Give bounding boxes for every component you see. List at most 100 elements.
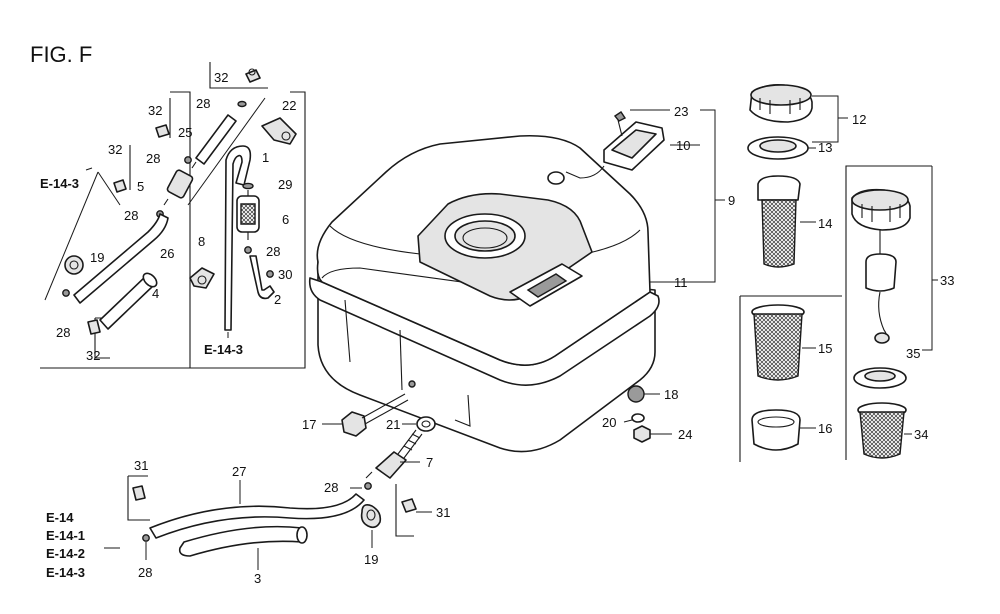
callout-9: 9: [728, 193, 735, 208]
callout-16: 16: [818, 421, 832, 436]
callout-24: 24: [678, 427, 692, 442]
callout-34: 34: [914, 427, 928, 442]
callout-33: 33: [940, 273, 954, 288]
callout-25: 25: [178, 125, 192, 140]
callout-21: 21: [386, 417, 400, 432]
callout-32: 32: [108, 142, 122, 157]
callout-30: 30: [278, 267, 292, 282]
callout-11: 11: [674, 275, 688, 290]
clamp-28-g: [142, 534, 150, 542]
fuel-tube-1: [224, 145, 252, 331]
washer-20: [623, 413, 645, 423]
callout-3: 3: [254, 571, 261, 586]
fuel-cap-33: [851, 188, 911, 344]
callout-13: 13: [818, 140, 832, 155]
callout-28: 28: [266, 244, 280, 259]
clamp-28-e: [244, 246, 252, 254]
gasket-35: [853, 367, 907, 389]
callout-20: 20: [602, 415, 616, 430]
cap-33-box: [845, 165, 932, 460]
figure-title: FIG. F: [30, 42, 92, 67]
clip-32-top: [245, 68, 261, 83]
protector-4: [99, 272, 158, 330]
callout-4: 4: [152, 286, 159, 301]
bolt-24: [633, 425, 672, 443]
callout-23: 23: [674, 104, 688, 119]
callout-35: 35: [906, 346, 920, 361]
grommet-19-bottom: [360, 504, 382, 548]
callout-17: 17: [302, 417, 316, 432]
callout-26: 26: [160, 246, 174, 261]
callout-19: 19: [90, 250, 104, 265]
callout-31: 31: [436, 505, 450, 520]
callout-12: 12: [852, 112, 866, 127]
fuel-cock-7: [365, 429, 423, 479]
callout-22: 22: [282, 98, 296, 113]
ref-e-14-3-bottom: E-14-3: [46, 565, 85, 580]
callout-28: 28: [138, 565, 152, 580]
tube-26: [73, 213, 169, 304]
callout-28: 28: [146, 151, 160, 166]
fuel-gauge-10: [547, 111, 665, 185]
clamp-29: [242, 182, 254, 190]
callout-8: 8: [198, 234, 205, 249]
tube-27: [149, 493, 365, 539]
fuel-filter-6: [236, 190, 260, 240]
clip-32-left: [113, 179, 127, 193]
ref-e-14-3-top: E-14-3: [40, 176, 79, 191]
tank-leaders: [630, 109, 725, 283]
protector-3: [178, 525, 303, 557]
clamp-30: [266, 270, 274, 278]
left-group-parts: [62, 68, 297, 338]
callout-15: 15: [818, 341, 832, 356]
callout-labels: 32 28 22 32 25 32 28 1 5 29 28 6 8 28 26…: [56, 70, 954, 586]
fuel-tank-11: [308, 134, 660, 453]
washer-21: [402, 416, 436, 432]
clip-31-left: [132, 485, 146, 501]
callout-28: 28: [56, 325, 70, 340]
callout-32: 32: [86, 348, 100, 363]
tank-bottom-parts: [322, 385, 672, 548]
callout-27: 27: [232, 464, 246, 479]
ref-e-14-2: E-14-2: [46, 546, 85, 561]
clamp-28-a: [237, 100, 247, 108]
strainer-34: [857, 402, 912, 459]
callout-28: 28: [124, 208, 138, 223]
cap-18: [627, 385, 660, 403]
clamp-28-f: [350, 482, 372, 490]
callout-32: 32: [214, 70, 228, 85]
callout-29: 29: [278, 177, 292, 192]
strainer-box: [739, 295, 842, 462]
clip-22: [261, 117, 297, 145]
reference-labels: E-14-3 E-14-3 E-14 E-14-1 E-14-2 E-14-3: [40, 176, 243, 580]
tube-25: [195, 114, 237, 165]
ring-16: [751, 409, 816, 451]
gasket-13: [747, 136, 816, 160]
clamp-8: [189, 267, 215, 289]
callout-28: 28: [324, 480, 338, 495]
fuel-cap-12: [749, 84, 848, 143]
callout-28: 28: [196, 96, 210, 111]
left-group-frame: [40, 62, 306, 369]
fuel-tube-2: [249, 255, 275, 300]
callout-6: 6: [282, 212, 289, 227]
ref-e-14-3-left: E-14-3: [204, 342, 243, 357]
strainer-15: [751, 304, 816, 381]
callout-5: 5: [137, 179, 144, 194]
callout-14: 14: [818, 216, 832, 231]
callout-10: 10: [676, 138, 690, 153]
bolt-17: [322, 393, 409, 437]
clamp-28-b: [184, 156, 192, 164]
bottom-hoses: [104, 475, 432, 570]
callout-31: 31: [134, 458, 148, 473]
ref-e-14-1: E-14-1: [46, 528, 85, 543]
callout-18: 18: [664, 387, 678, 402]
callout-1: 1: [262, 150, 269, 165]
callout-7: 7: [426, 455, 433, 470]
strainer-14: [757, 175, 816, 268]
ref-e-14: E-14: [46, 510, 74, 525]
clip-31-right: [401, 498, 432, 513]
clip-32-mid: [155, 124, 170, 138]
grommet-19-left: [64, 255, 84, 275]
callout-2: 2: [274, 292, 281, 307]
